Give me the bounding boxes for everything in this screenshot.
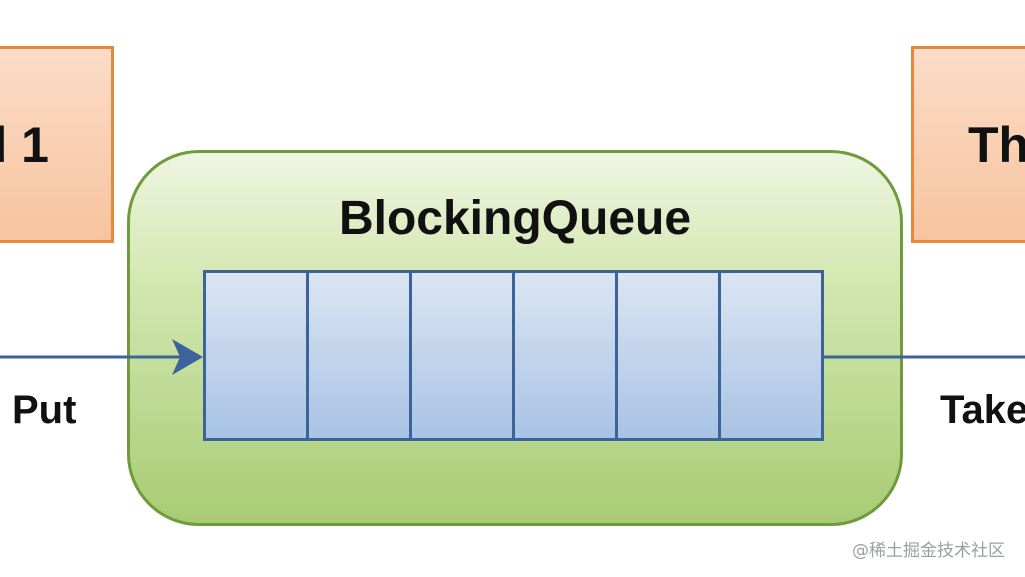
queue-slot — [309, 273, 412, 438]
queue-title: BlockingQueue — [338, 192, 692, 245]
queue-slot — [721, 273, 821, 438]
producer-thread-box: d 1 — [0, 46, 114, 243]
consumer-thread-box: Th — [911, 46, 1025, 243]
queue-slot — [618, 273, 721, 438]
queue-slot — [412, 273, 515, 438]
consumer-thread-label: Th — [968, 116, 1025, 173]
producer-thread-label: d 1 — [0, 116, 49, 173]
queue-slots — [203, 270, 824, 441]
put-label: Put — [12, 388, 77, 432]
queue-slot — [206, 273, 309, 438]
take-label: Take — [940, 388, 1025, 432]
watermark: @稀土掘金技术社区 — [852, 541, 1005, 561]
queue-slot — [515, 273, 618, 438]
